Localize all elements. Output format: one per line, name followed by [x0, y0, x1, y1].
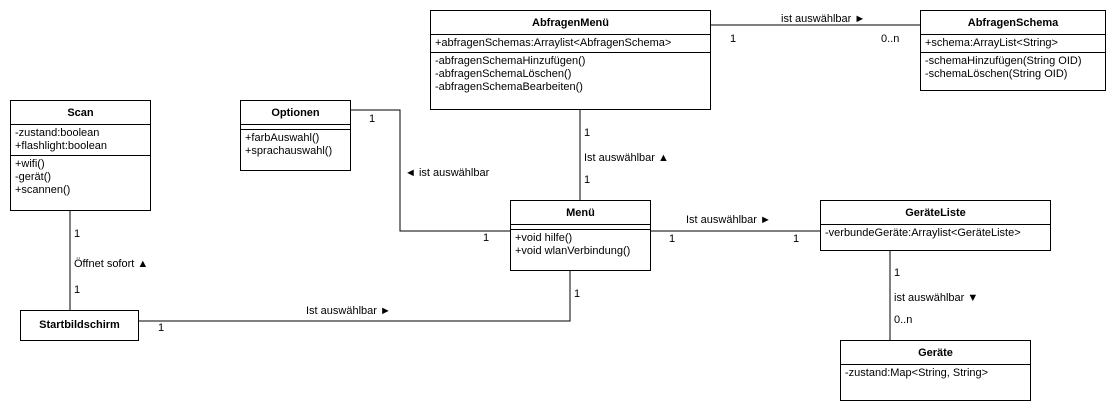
attribute: +flashlight:boolean	[15, 140, 108, 152]
class-name: Geräte	[841, 341, 1030, 365]
multiplicity: 1	[894, 267, 901, 279]
operation: -abfragenSchemaHinzufügen()	[435, 55, 586, 67]
operations-section: -schemaHinzufügen(String OID) -schemaLös…	[921, 52, 1105, 83]
operation: -abfragenSchemaBearbeiten()	[435, 81, 583, 93]
line-startbildschirm-menu	[139, 271, 571, 322]
operation: -schemaHinzufügen(String OID)	[925, 55, 1082, 67]
operations-section: +farbAuswahl() +sprachauswahl()	[241, 129, 350, 160]
class-abfragen-menu[interactable]: AbfragenMenü +abfragenSchemas:Arraylist<…	[430, 10, 711, 110]
operation: +farbAuswahl()	[245, 132, 320, 144]
multiplicity: 1	[74, 284, 81, 296]
association-label: Ist auswählbar ▲	[584, 152, 669, 164]
operation: +wifi()	[15, 158, 45, 170]
class-geraete-liste[interactable]: GeräteListe -verbundeGeräte:Arraylist<Ge…	[820, 200, 1051, 251]
operations-section: +void hilfe() +void wlanVerbindung()	[511, 229, 650, 260]
attributes-section: -verbundeGeräte:Arraylist<GeräteListe>	[821, 225, 1050, 242]
operation: -abfragenSchemaLöschen()	[435, 68, 572, 80]
class-name: Menü	[511, 201, 650, 225]
class-name: GeräteListe	[821, 201, 1050, 225]
attributes-section: +abfragenSchemas:Arraylist<AbfragenSchem…	[431, 35, 710, 52]
class-name: Startbildschirm	[39, 319, 120, 331]
multiplicity: 1	[483, 232, 490, 244]
association-label: ◄ ist auswählbar	[405, 167, 490, 179]
attribute: +schema:ArrayList<String>	[925, 37, 1058, 49]
class-abfragen-schema[interactable]: AbfragenSchema +schema:ArrayList<String>…	[920, 10, 1106, 91]
attribute: -zustand:boolean	[15, 127, 100, 139]
association-label: Öffnet sofort ▲	[74, 258, 149, 270]
multiplicity: 0..n	[894, 314, 913, 326]
multiplicity: 1	[574, 288, 581, 300]
operation: +void hilfe()	[515, 232, 573, 244]
operation: -gerät()	[15, 171, 52, 183]
operation: +void wlanVerbindung()	[515, 245, 631, 257]
class-startbildschirm[interactable]: Startbildschirm	[20, 310, 139, 341]
attribute: -verbundeGeräte:Arraylist<GeräteListe>	[825, 227, 1021, 239]
multiplicity: 1	[158, 322, 165, 334]
operations-section: -abfragenSchemaHinzufügen() -abfragenSch…	[431, 52, 710, 96]
class-name: Optionen	[241, 101, 350, 125]
attributes-section: -zustand:boolean +flashlight:boolean	[11, 125, 150, 155]
association-label: Ist auswählbar ►	[686, 214, 771, 226]
attributes-section: +schema:ArrayList<String>	[921, 35, 1105, 52]
attributes-section: -zustand:Map<String, String>	[841, 365, 1030, 382]
class-menu[interactable]: Menü +void hilfe() +void wlanVerbindung(…	[510, 200, 651, 271]
operation: +sprachauswahl()	[245, 145, 333, 157]
class-optionen[interactable]: Optionen +farbAuswahl() +sprachauswahl()	[240, 100, 351, 171]
attribute: +abfragenSchemas:Arraylist<AbfragenSchem…	[435, 37, 672, 49]
multiplicity: 1	[584, 174, 591, 186]
multiplicity: 0..n	[881, 33, 900, 45]
operation: +scannen()	[15, 184, 71, 196]
class-name: Scan	[11, 101, 150, 125]
class-name: AbfragenMenü	[431, 11, 710, 35]
operation: -schemaLöschen(String OID)	[925, 68, 1068, 80]
multiplicity: 1	[730, 33, 737, 45]
class-scan[interactable]: Scan -zustand:boolean +flashlight:boolea…	[10, 100, 151, 211]
class-name: AbfragenSchema	[921, 11, 1105, 35]
attribute: -zustand:Map<String, String>	[845, 367, 989, 379]
line-optionen-menu	[351, 109, 510, 232]
association-label: ist auswählbar ▼	[894, 292, 979, 304]
association-label: Ist auswählbar ►	[306, 305, 391, 317]
class-geraete[interactable]: Geräte -zustand:Map<String, String>	[840, 340, 1031, 401]
multiplicity: 1	[369, 113, 376, 125]
association-label: ist auswählbar ►	[781, 13, 866, 25]
multiplicity: 1	[669, 233, 676, 245]
multiplicity: 1	[74, 228, 81, 240]
multiplicity: 1	[584, 127, 591, 139]
multiplicity: 1	[793, 233, 800, 245]
operations-section: +wifi() -gerät() +scannen()	[11, 155, 150, 199]
